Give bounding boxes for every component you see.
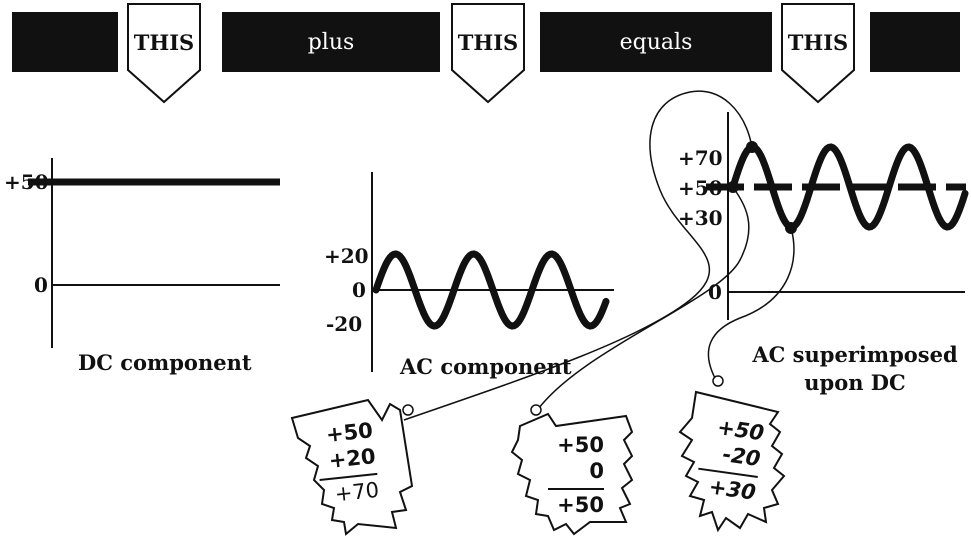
banner-block-plus: plus [222, 12, 440, 72]
dc-tick-0: 0 [34, 273, 48, 297]
paper-tag-1 [290, 398, 414, 536]
paper-tag-3 [678, 390, 786, 533]
paper-tag-1-ring [402, 404, 414, 416]
dc-tick-50: +50 [4, 170, 49, 194]
this-tag-3: THIS [780, 2, 856, 106]
combined-tick-70: +70 [678, 146, 723, 170]
banner-block-equals: equals [540, 12, 772, 72]
this-tag-1-label: THIS [133, 30, 195, 55]
dc-caption: DC component [78, 350, 252, 375]
tag-2-addend-b: 0 [589, 459, 604, 483]
tag-3-sum: +50 -20 +30 [694, 412, 766, 506]
string-tag3 [707, 227, 795, 381]
banner-block-right [870, 12, 960, 72]
ac-sine-wave [372, 250, 610, 330]
string-tag2 [535, 186, 750, 413]
combined-caption-line2: upon DC [804, 370, 906, 395]
string-tag1 [403, 90, 753, 421]
tag-2-addend-a: +50 [557, 433, 604, 457]
combined-caption-line1: AC superimposed [752, 342, 958, 367]
paper-tag-2 [510, 412, 634, 536]
this-tag-2-label: THIS [457, 30, 519, 55]
combined-tick-30: +30 [678, 206, 723, 230]
ac-tick-0: 0 [352, 278, 366, 302]
combined-tick-0: 0 [708, 280, 722, 304]
banner-word-equals: equals [619, 29, 693, 55]
combined-sine-wave [729, 143, 969, 231]
banner-word-plus: plus [307, 29, 355, 55]
paper-tag-3-ring [712, 375, 724, 387]
tag-2-sum: +50 0 +50 [548, 432, 604, 518]
tag-1-sum: +50 +20 +70 [314, 417, 381, 509]
ac-tick-neg20: -20 [326, 312, 363, 336]
tag-1-addend-b: +20 [327, 444, 377, 473]
this-tag-2: THIS [450, 2, 526, 106]
banner-block-left [12, 12, 118, 72]
tag-2-result: +50 [557, 493, 604, 517]
this-tag-1: THIS [126, 2, 202, 106]
ac-caption: AC component [400, 354, 572, 379]
this-tag-3-label: THIS [787, 30, 849, 55]
ac-tick-20: +20 [324, 244, 369, 268]
combined-tick-50: +50 [678, 176, 723, 200]
paper-tag-2-ring [530, 404, 542, 416]
